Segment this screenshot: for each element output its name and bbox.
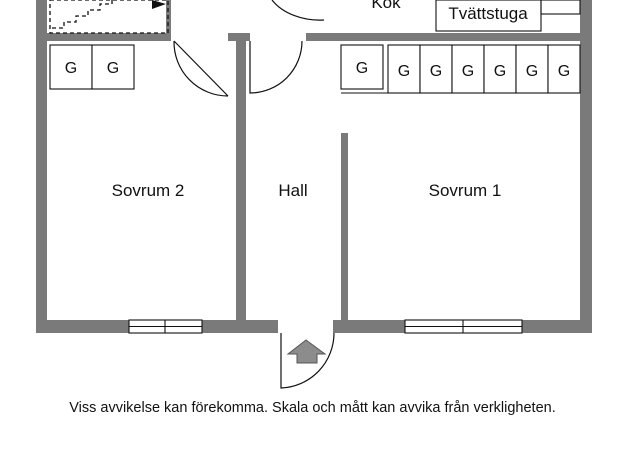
wall-left-outer: [36, 0, 47, 333]
wall-upper-stub: [166, 0, 171, 41]
wall-bottom-mid: [202, 320, 278, 333]
wardrobe-label: G: [526, 63, 538, 80]
windows: [128, 319, 523, 334]
room-label-laundry: Tvättstuga: [448, 4, 528, 23]
room-label-kitchen: Kök: [371, 0, 401, 12]
wall-bottom-left: [36, 320, 129, 333]
door-bedroom2: [173, 40, 229, 97]
wardrobes: [49, 44, 581, 94]
wardrobe: [483, 44, 517, 94]
laundry-box: [435, 0, 542, 32]
kitchen-laundry: [435, 0, 581, 32]
staircase: [49, 0, 169, 34]
wall-hall-bedroom1: [341, 133, 348, 321]
wall-bottom-right: [522, 320, 592, 333]
wall-bottom-hall-right: [333, 320, 405, 333]
wardrobe: [419, 44, 453, 94]
wardrobe-label: G: [462, 63, 474, 80]
doors: [173, 0, 335, 389]
wardrobe-label: G: [398, 63, 410, 80]
wardrobe: [91, 44, 135, 90]
wardrobe: [547, 44, 581, 94]
wall-top-mid: [228, 33, 250, 41]
door-kitchen-arc: [271, 0, 325, 21]
wardrobe-label: G: [356, 60, 368, 77]
wardrobe: [515, 44, 549, 94]
wardrobe-label: G: [430, 63, 442, 80]
wardrobe: [49, 44, 93, 90]
disclaimer-text: Viss avvikelse kan förekomma. Skala och …: [69, 400, 556, 416]
walls: [36, 0, 592, 333]
wardrobe-label: G: [107, 60, 119, 77]
room-label-bedroom1: Sovrum 1: [429, 181, 502, 200]
wardrobe-label: G: [65, 60, 77, 77]
wall-top-right: [306, 33, 590, 41]
wardrobe-label: G: [558, 63, 570, 80]
wall-bedroom2-hall: [236, 41, 246, 321]
wall-right-outer: [580, 0, 592, 333]
wardrobe-label: G: [494, 63, 506, 80]
door-hall-top: [249, 40, 303, 94]
entrance-arrow-icon: [286, 339, 327, 364]
room-label-bedroom2: Sovrum 2: [112, 181, 185, 200]
stair-arrow-icon: [152, 0, 166, 9]
wardrobe: [340, 44, 384, 90]
room-label-hall: Hall: [278, 181, 307, 200]
entrance-door: [280, 332, 335, 389]
floor-plan: G G G G G G G G G Kök Tvättstuga Sovrum …: [36, 0, 592, 389]
wall-top-left: [36, 33, 171, 41]
